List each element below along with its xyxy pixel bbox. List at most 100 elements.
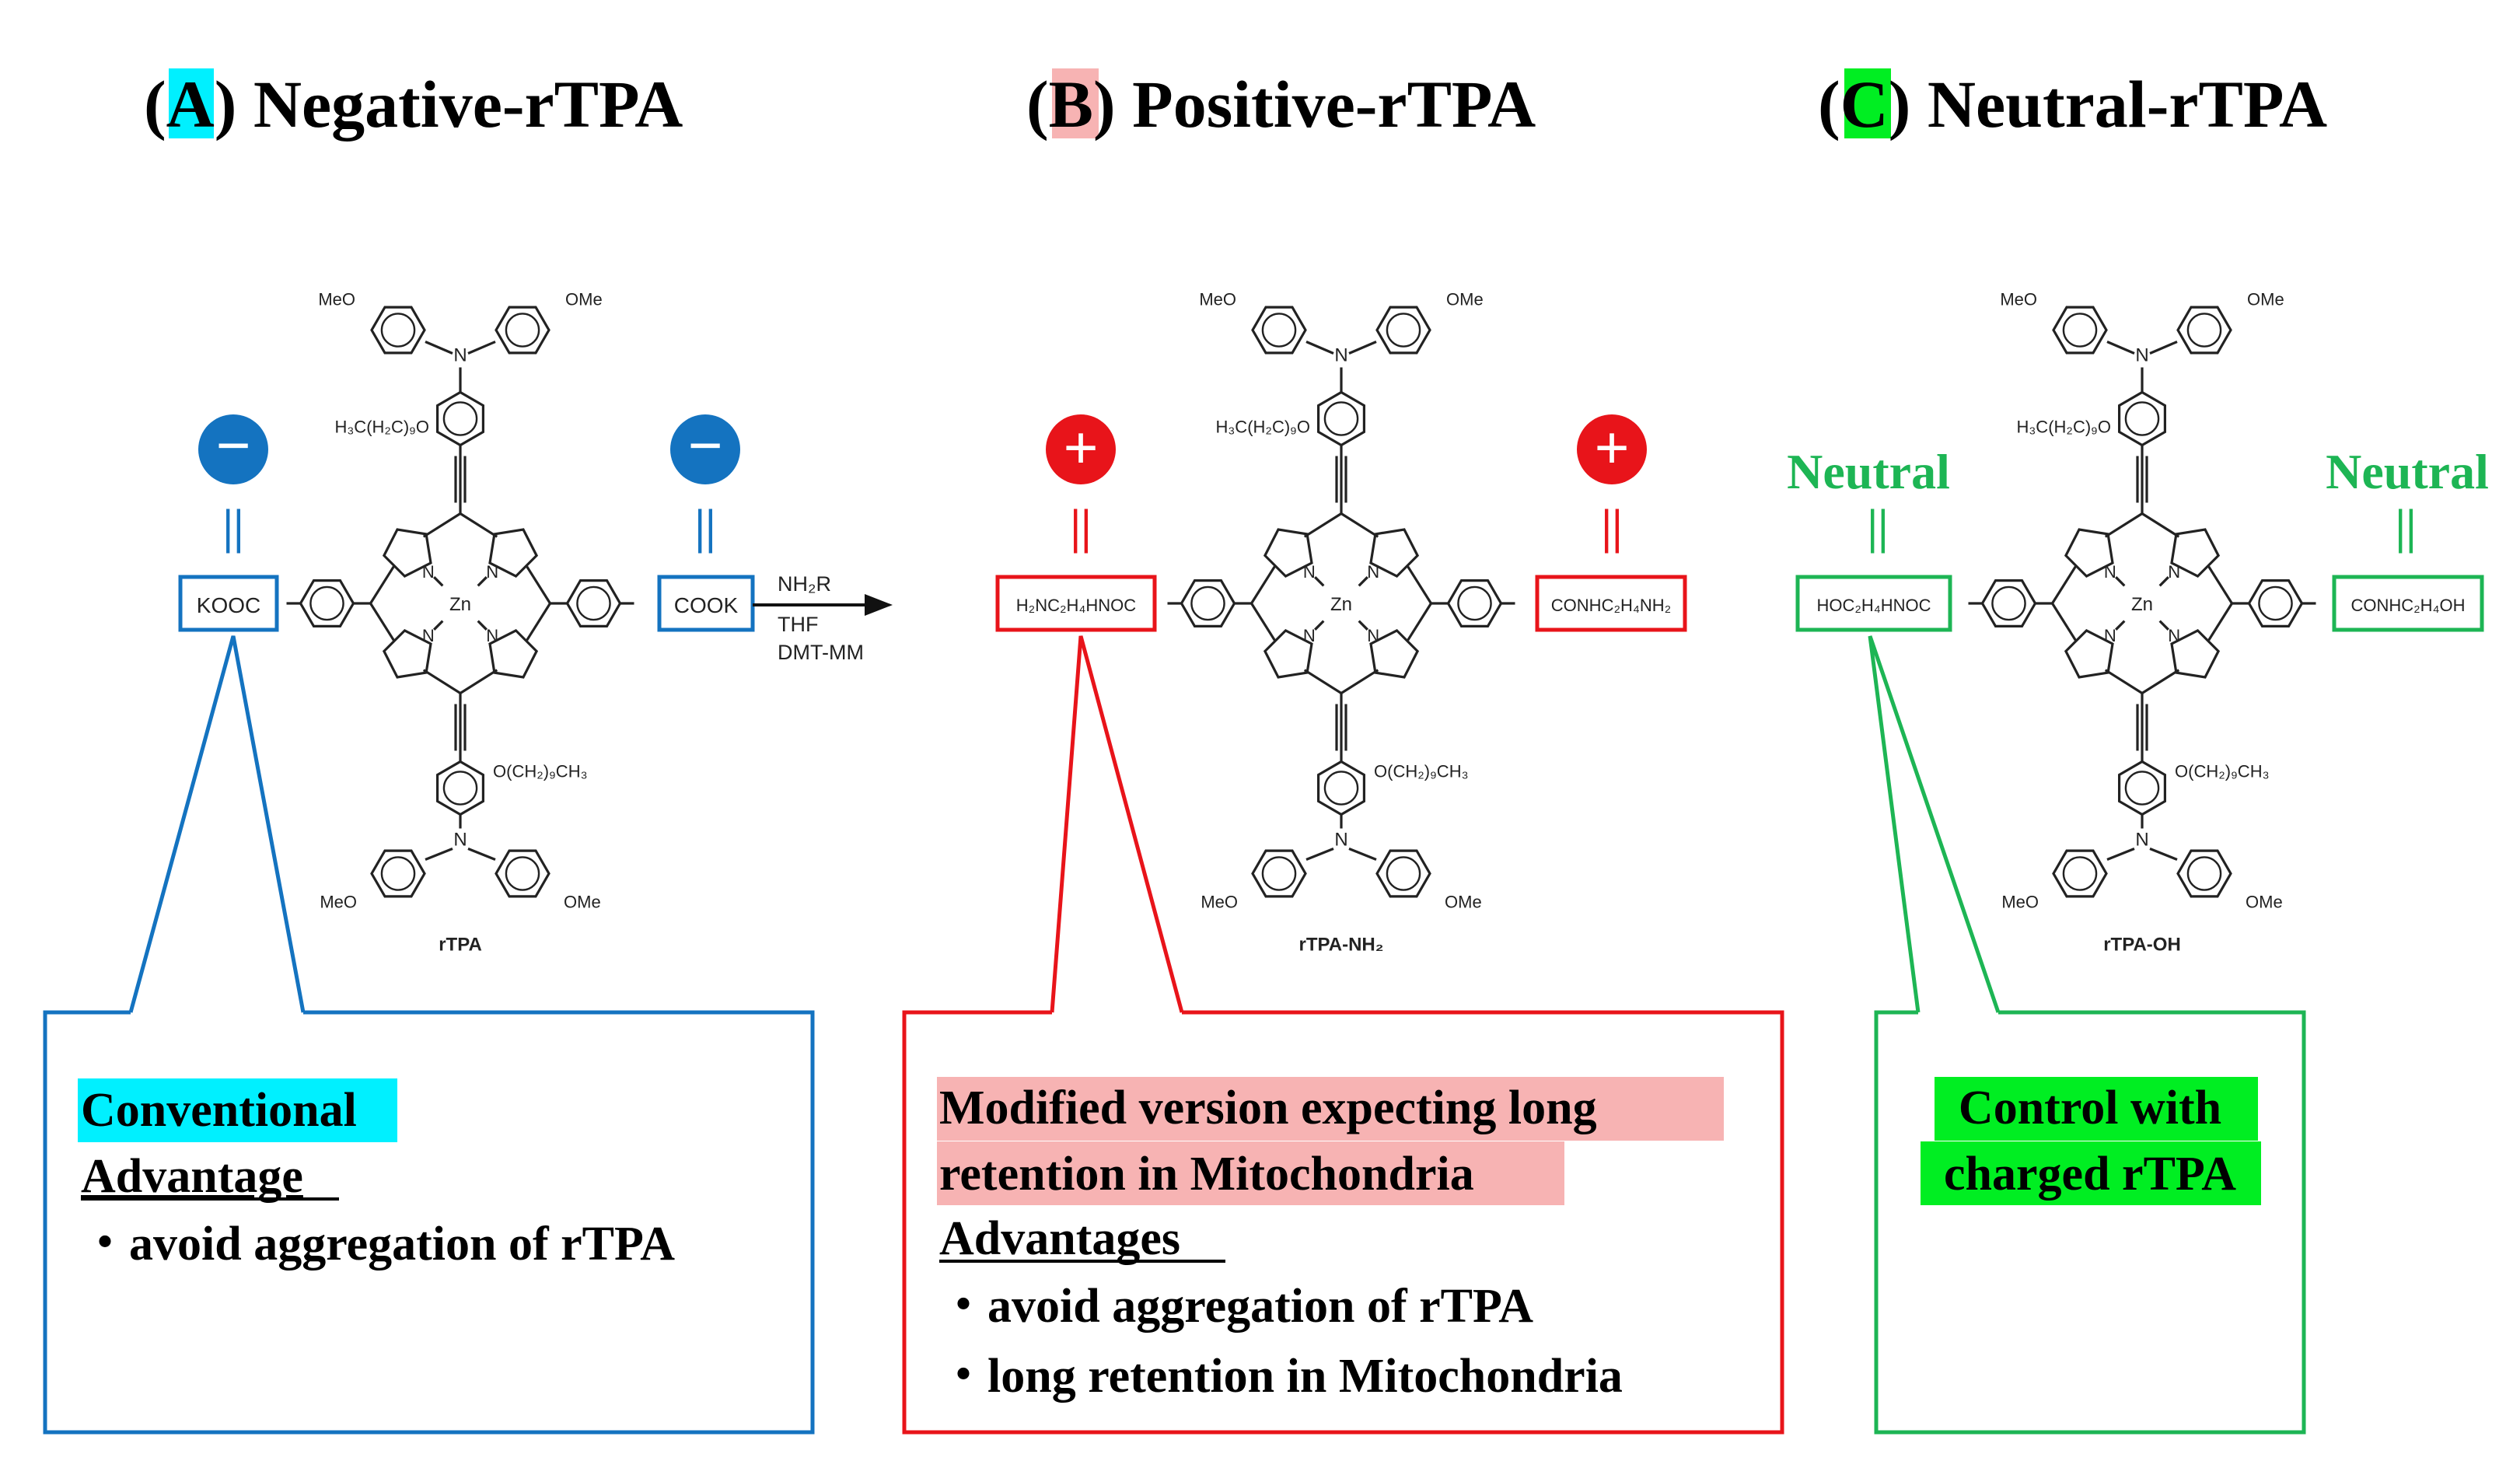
pyrrole-ring: [1263, 528, 1313, 578]
methoxy-top-right: OMe: [2247, 290, 2284, 309]
letter-c-highlight: [1844, 68, 1891, 138]
zn-n-bond: [477, 576, 488, 587]
meso-bond: [422, 669, 461, 694]
zinc-label: Zn: [2131, 594, 2153, 615]
methoxyphenyl-ring-aromatic: [1386, 313, 1421, 348]
methoxyphenyl-ring: [1251, 306, 1307, 355]
pyrrole-ring: [382, 628, 432, 679]
phenyl-ring-aromatic: [442, 771, 478, 806]
box-b-highlight-2: retention in Mitochondria: [939, 1148, 1474, 1201]
meso-bond: [2104, 669, 2143, 694]
meso-bond: [2104, 512, 2143, 538]
phenyl-ring-aromatic: [1323, 401, 1359, 436]
group-b-left: H₂NC₂H₄HNOC: [1016, 596, 1136, 615]
pyrrole-ring: [1369, 628, 1420, 679]
group-box-b-right: [1535, 575, 1687, 632]
bond: [2149, 848, 2178, 861]
phenyl-ring-aromatic: [1457, 585, 1492, 621]
equals-b-right: ||: [1601, 501, 1622, 554]
meso-bond: [422, 512, 461, 538]
equals-a-left: ||: [222, 501, 243, 554]
meso-bond: [2207, 565, 2233, 604]
zn-n-bond: [433, 576, 444, 587]
methoxyphenyl-ring-aromatic: [2062, 313, 2098, 348]
meso-bond: [2051, 603, 2077, 641]
meso-bond: [460, 512, 498, 538]
phenyl-ring-aromatic: [1991, 585, 2026, 621]
meso-bond: [526, 603, 551, 641]
pyrrole-nitrogen: N: [422, 562, 435, 582]
bond: [467, 341, 496, 355]
callout-box-b: [902, 1010, 1784, 1435]
positive-charge-icon-left: [1046, 414, 1116, 484]
zn-n-bond: [1358, 576, 1368, 587]
bond: [2106, 848, 2135, 861]
box-a-bullet-1: ・avoid aggregation of rTPA: [81, 1218, 675, 1271]
negative-charge-symbol-right: −: [687, 412, 723, 481]
meso-bond: [1407, 603, 1432, 641]
meso-bond: [1340, 512, 1379, 538]
callout-c-pointer: [1868, 635, 2001, 1013]
compound-label: rTPA: [439, 935, 482, 956]
conventional-highlight: [78, 1078, 397, 1142]
phenyl-ring: [2247, 578, 2304, 628]
methoxyphenyl-ring: [370, 306, 426, 355]
heading-b: (B) Positive-rTPA: [1026, 67, 1536, 142]
amine-nitrogen-top: N: [453, 345, 467, 366]
phenyl-ring-aromatic: [576, 585, 611, 621]
box-b-bullet-2: ・long retention in Mitochondria: [939, 1350, 1623, 1403]
phenyl-ring: [2118, 390, 2166, 447]
methoxyphenyl-ring-aromatic: [1261, 856, 1297, 891]
pyrrole-nitrogen: N: [1303, 626, 1316, 645]
zinc-label: Zn: [449, 594, 471, 615]
letter-a-highlight: [169, 68, 214, 138]
compound-label: rTPA-NH₂: [1299, 935, 1384, 956]
phenyl-ring: [565, 578, 622, 628]
pyrrole-nitrogen: N: [486, 626, 498, 645]
pyrrole-ring: [382, 528, 432, 578]
phenyl-ring: [1316, 390, 1366, 447]
amine-nitrogen-top: N: [2135, 345, 2148, 366]
neutral-label-right: Neutral: [2326, 444, 2489, 499]
alkoxy-bottom: O(CH₂)₉CH₃: [1374, 762, 1469, 781]
zn-n-bond: [2115, 620, 2126, 631]
pyrrole-nitrogen: N: [1303, 562, 1316, 582]
positive-charge-symbol-right: +: [1594, 414, 1630, 483]
meso-bond: [1250, 603, 1276, 641]
bond: [2149, 341, 2178, 355]
methoxy-top-right: OMe: [565, 290, 603, 309]
meso-bond: [369, 603, 395, 641]
pyrrole-ring: [2064, 528, 2114, 578]
bond: [425, 848, 453, 861]
equals-a-right: ||: [694, 501, 715, 554]
phenyl-ring-aromatic: [442, 401, 478, 436]
negative-charge-icon-left: [198, 414, 268, 484]
group-c-right: CONHC₂H₄OH: [2350, 596, 2465, 615]
callout-a-pointer: [128, 635, 306, 1013]
zn-n-bond: [477, 620, 488, 631]
methoxyphenyl-ring-aromatic: [2062, 856, 2098, 891]
reaction-arrowhead: [865, 594, 893, 616]
pyrrole-ring: [1263, 628, 1313, 679]
methoxyphenyl-ring: [1375, 849, 1431, 898]
meso-bond: [369, 565, 395, 604]
methoxyphenyl-ring-aromatic: [380, 313, 416, 348]
methoxyphenyl-ring-aromatic: [2186, 856, 2222, 891]
group-box-c-left: [1795, 575, 1952, 632]
equals-c-left: ||: [1867, 501, 1888, 554]
meso-bond: [526, 565, 551, 604]
phenyl-ring-aromatic: [309, 585, 344, 621]
pyrrole-nitrogen: N: [422, 626, 435, 645]
meso-bond: [2051, 565, 2077, 604]
box-b-highlight-bg-2: [937, 1141, 1564, 1205]
bond: [1305, 848, 1334, 861]
pyrrole-nitrogen: N: [486, 562, 498, 582]
callout-box-a: [43, 1010, 815, 1435]
box-a-highlight: Conventional: [81, 1084, 357, 1137]
pyrrole-ring: [2170, 628, 2221, 679]
bond: [467, 848, 496, 861]
group-box-b-left: [995, 575, 1157, 632]
